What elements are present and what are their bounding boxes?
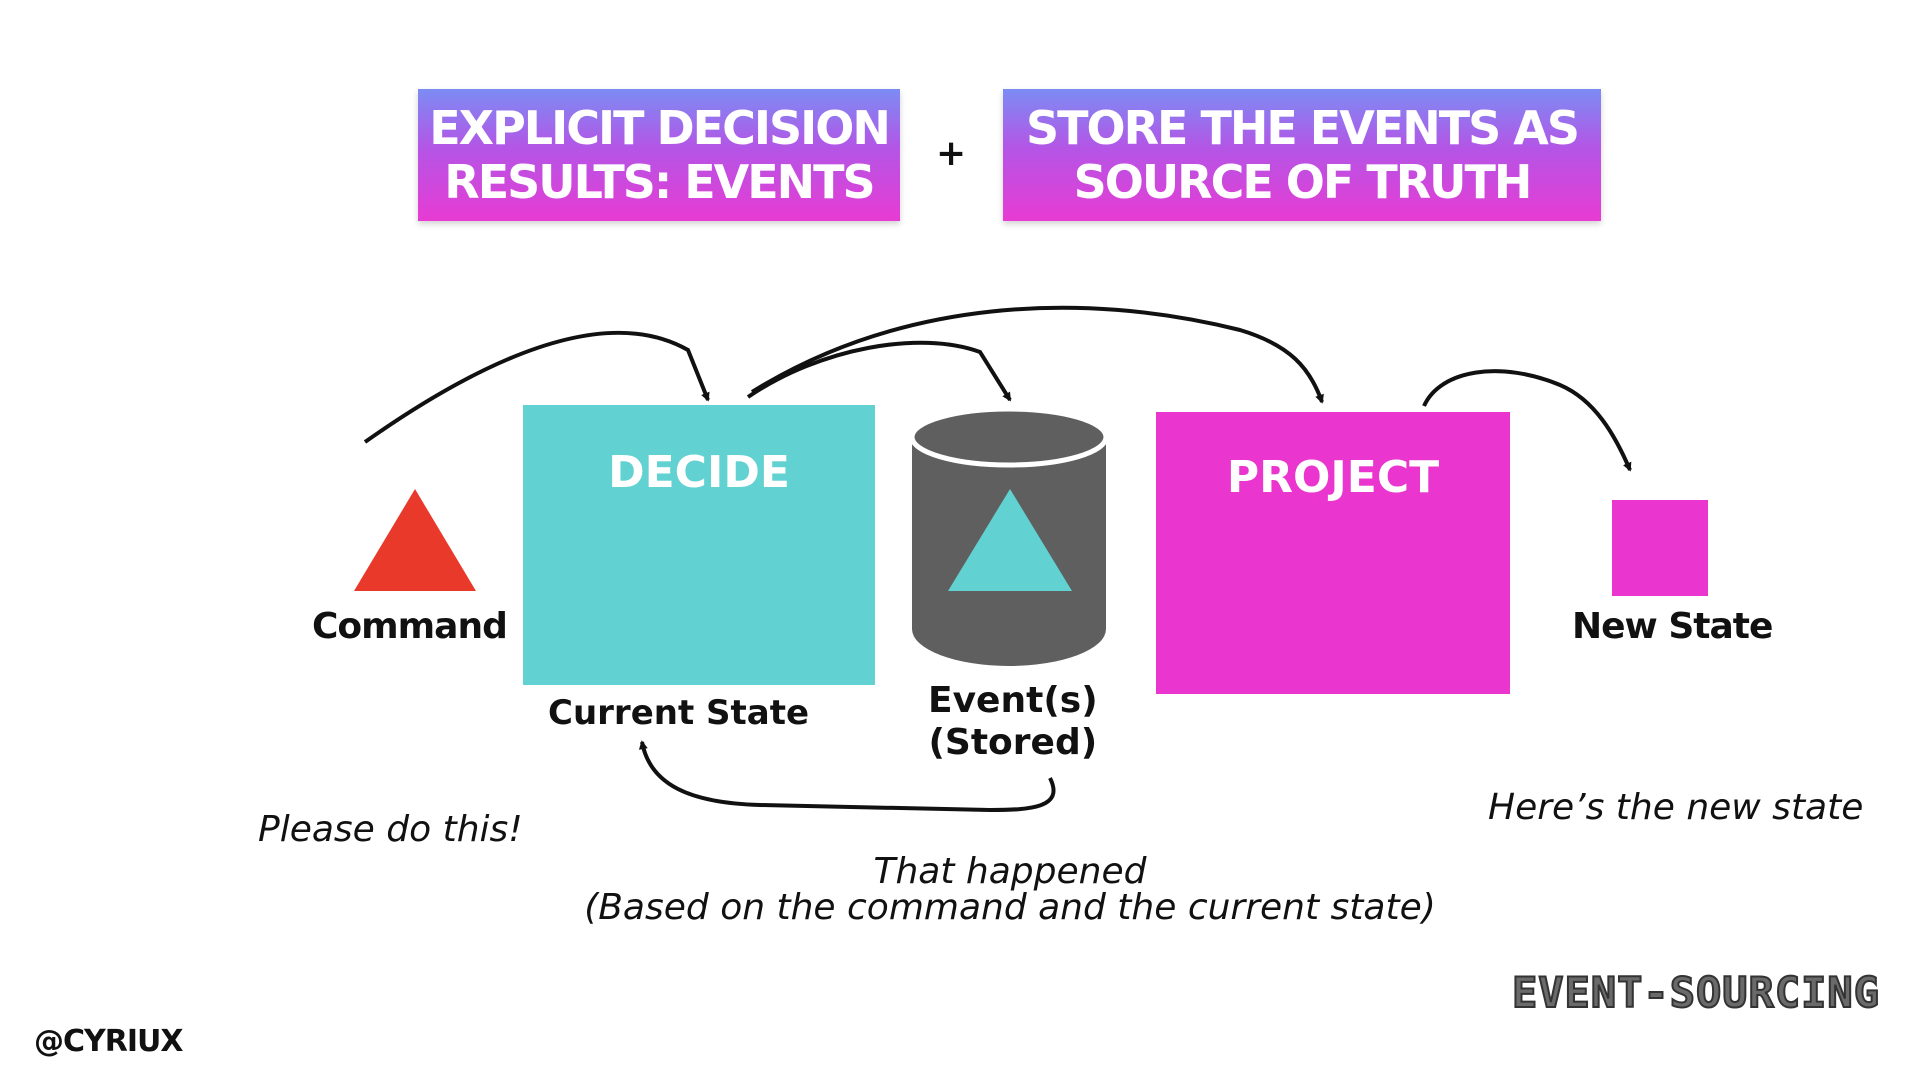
note-that-happened: That happened (Based on the command and … [584,851,1436,928]
command-label: Command [312,606,508,647]
arrow-command-to-decide [363,330,710,444]
note-please-do-this: Please do this! [258,809,523,850]
new-state-label: New State [1572,606,1773,647]
arrow-events-to-current-state [638,740,1056,813]
arrow-decide-to-project [750,305,1324,404]
plus-sign: + [936,133,967,174]
decide-box: DECIDE [523,405,875,685]
event-sourcing-brand: EVENT-SOURCING [1511,967,1880,1018]
events-label: Event(s) (Stored) [928,680,1098,763]
note-new-state: Here’s the new state [1488,787,1864,828]
decide-title: DECIDE [608,447,790,498]
banner-explicit-decision: EXPLICIT DECISION RESULTS: EVENTS [418,89,900,221]
arrow-decide-to-events [746,340,1012,402]
author-handle: @CYRIUX [34,1024,183,1059]
new-state-square-icon [1612,500,1708,596]
project-title: PROJECT [1226,452,1440,503]
event-triangle-icon [948,489,1072,591]
project-box: PROJECT [1156,412,1510,694]
command-triangle-icon [354,489,476,591]
banner-store-events: STORE THE EVENTS AS SOURCE OF TRUTH [1003,89,1601,221]
current-state-label: Current State [548,693,810,733]
arrow-project-to-new-state [1422,369,1632,472]
